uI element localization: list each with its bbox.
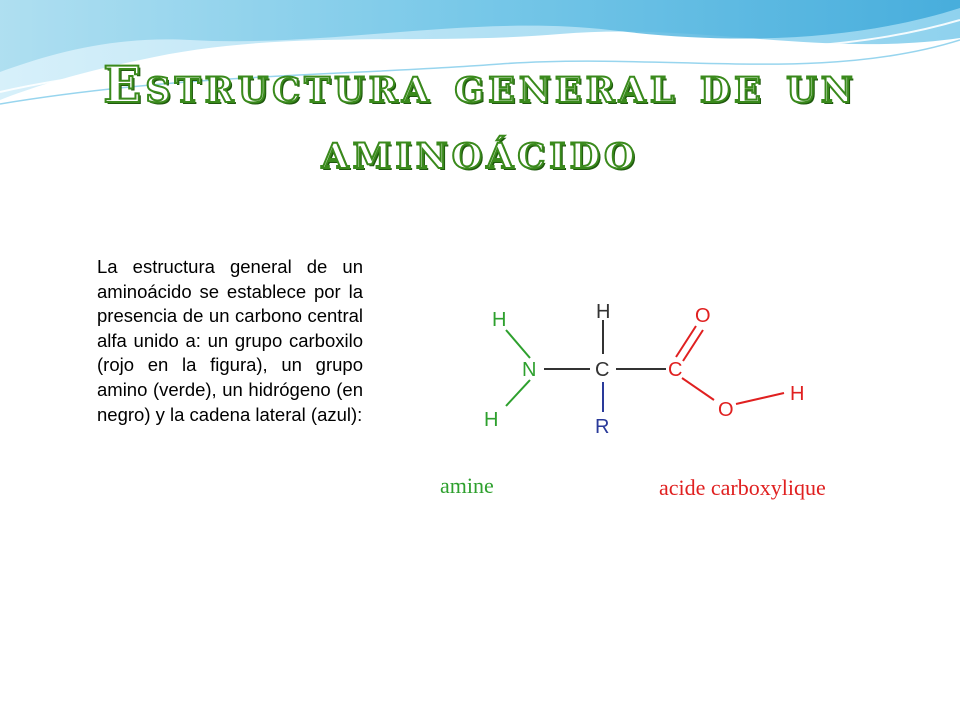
atom-hydroxyl-h: H <box>790 383 804 405</box>
atom-h-bottom-left: H <box>484 409 498 431</box>
bond-c-o-double-1 <box>675 325 697 358</box>
bond-h-n-top <box>505 329 531 359</box>
bond-c-oh <box>681 377 715 401</box>
label-amine: amine <box>440 473 494 498</box>
atom-r-group: R <box>595 416 609 438</box>
atom-h-top-left: H <box>492 309 506 331</box>
atom-carbonyl-oxygen: O <box>695 305 711 327</box>
bond-o-h <box>735 392 785 405</box>
bond-h-n-bottom <box>505 379 531 407</box>
bond-c-o-double-2 <box>682 329 704 362</box>
slide-title: Estructura general de un aminoácido <box>102 54 857 181</box>
amino-acid-structure-diagram: H H N H C R C O O H amine acide carboxyl… <box>440 301 826 500</box>
atom-carboxyl-carbon: C <box>668 359 682 381</box>
wave-line <box>0 19 960 93</box>
atom-h-alpha: H <box>596 301 610 323</box>
wave-line-2 <box>0 39 960 105</box>
body-text: La estructura general de un aminoácido s… <box>97 256 363 425</box>
header-wave-decoration <box>0 0 960 105</box>
atom-hydroxyl-oxygen: O <box>718 399 734 421</box>
wave-front <box>0 0 960 72</box>
atom-carbon-alpha: C <box>595 359 609 381</box>
atom-nitrogen: N <box>522 359 536 381</box>
label-carboxyl: acide carboxylique <box>659 475 826 500</box>
